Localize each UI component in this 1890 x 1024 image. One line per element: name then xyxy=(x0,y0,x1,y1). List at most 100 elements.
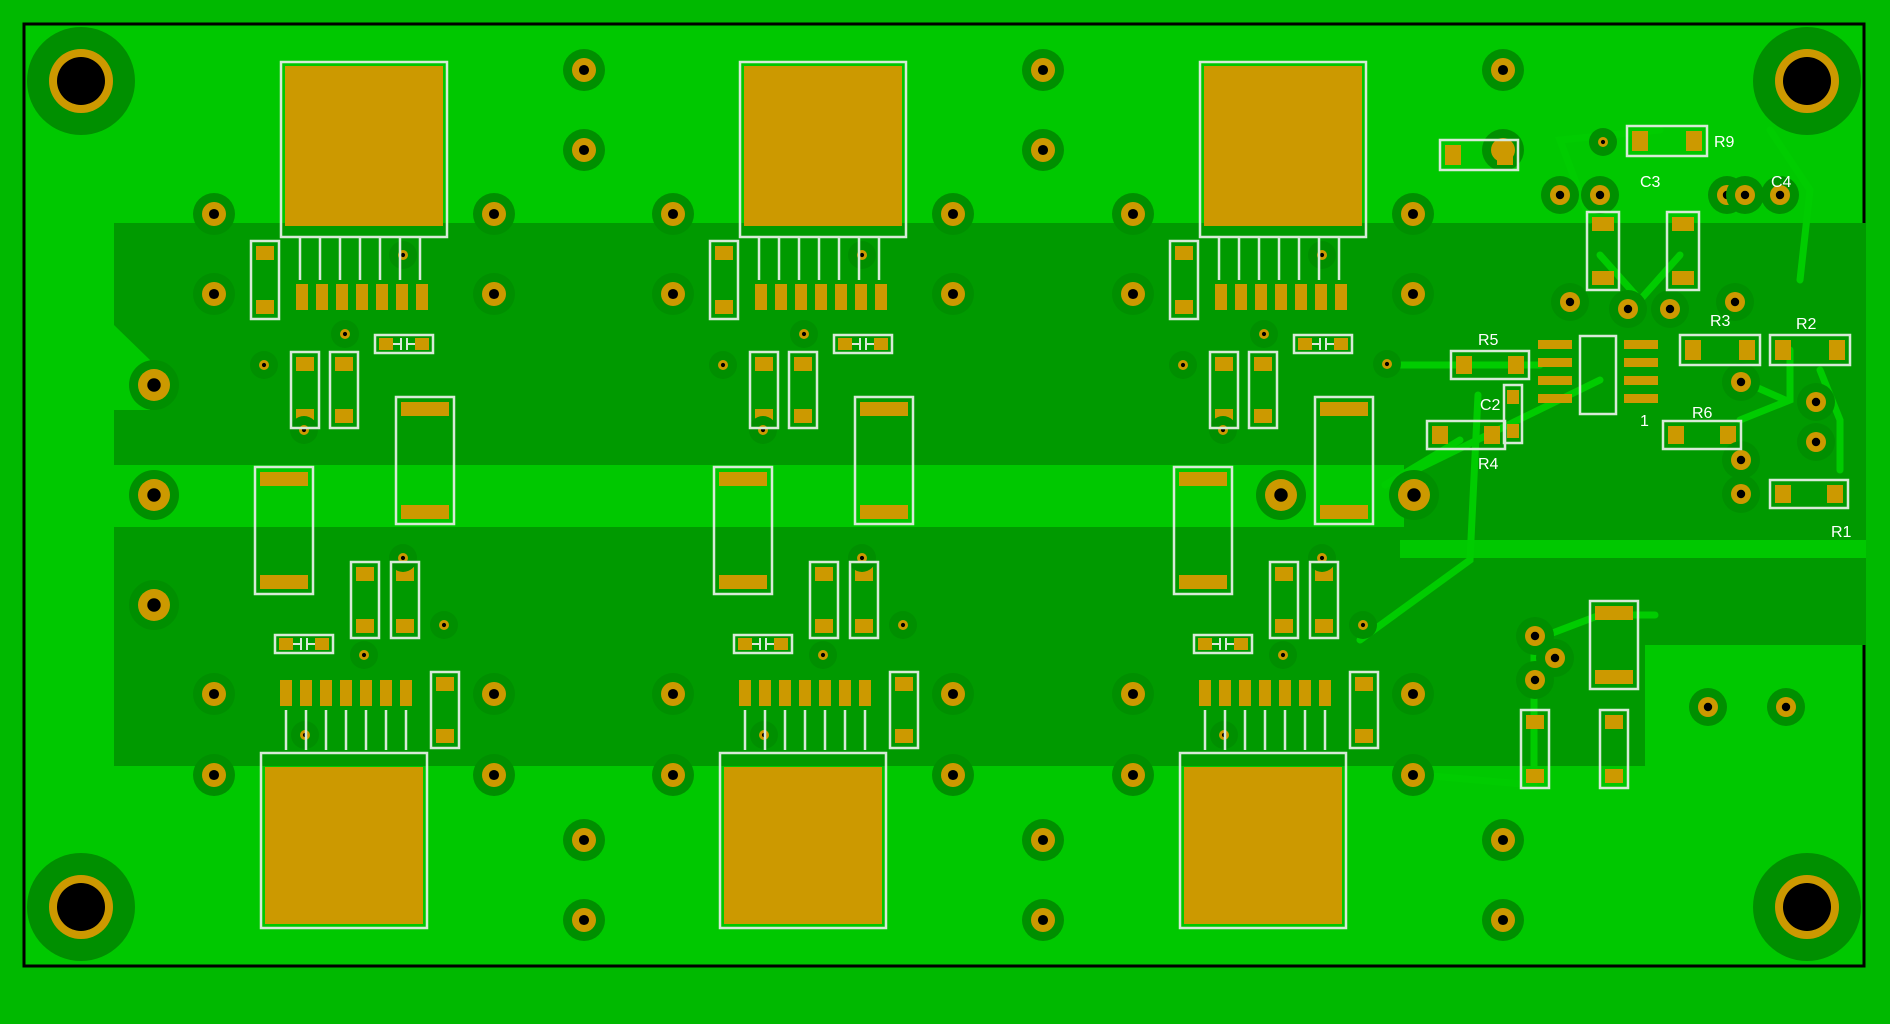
transistor-tab-pad xyxy=(1184,767,1342,924)
transistor-lead-pad xyxy=(835,284,847,310)
ic-pin-pad xyxy=(1624,340,1658,349)
resistor-outline xyxy=(853,395,915,526)
via-drill xyxy=(400,555,406,561)
resistor-pad xyxy=(335,357,353,371)
resistor-outline xyxy=(394,395,456,526)
resistor-pad xyxy=(715,300,733,314)
label-r6: R6 xyxy=(1692,405,1713,422)
via-drill xyxy=(1360,622,1366,628)
resistor-pad xyxy=(436,677,454,691)
via-drill xyxy=(1037,834,1049,846)
via-drill xyxy=(1811,437,1821,447)
resistor-outline xyxy=(1425,419,1507,451)
capacitor-pad xyxy=(379,338,393,350)
resistor-outline xyxy=(1348,670,1380,750)
resistor-pad xyxy=(1592,217,1614,231)
transistor-lead-pad xyxy=(739,680,751,706)
ic-pin-pad xyxy=(1624,376,1658,385)
resistor-pad xyxy=(1526,769,1544,783)
via-drill xyxy=(361,652,367,658)
via-drill xyxy=(667,688,679,700)
via-drill xyxy=(1781,702,1791,712)
mounting-hole-drill xyxy=(57,57,105,105)
via-drill xyxy=(1407,208,1419,220)
resistor-outline xyxy=(1449,349,1531,381)
label-r3: R3 xyxy=(1710,313,1731,330)
transistor-tab-pad xyxy=(724,767,882,924)
resistor-outline xyxy=(1588,599,1640,691)
capacitor-outline xyxy=(1502,383,1524,445)
via-drill xyxy=(1703,702,1713,712)
transistor-lead-pad xyxy=(1219,680,1231,706)
transistor-lead-pad xyxy=(1259,680,1271,706)
capacitor-pad xyxy=(1198,638,1212,650)
resistor-outline xyxy=(1585,210,1621,292)
resistor-outline xyxy=(1768,333,1852,367)
resistor-pad xyxy=(1179,575,1227,589)
via-drill xyxy=(1665,304,1675,314)
capacitor-pad xyxy=(1298,338,1312,350)
resistor-pad xyxy=(1320,402,1368,416)
transistor-tab-pad xyxy=(1204,66,1362,226)
via-drill xyxy=(147,488,161,502)
label-r5: R5 xyxy=(1478,332,1499,349)
capacitor-pad xyxy=(1507,424,1519,438)
resistor-pad xyxy=(855,619,873,633)
resistor-pad xyxy=(1668,426,1684,444)
via-drill xyxy=(488,288,500,300)
transistor-tab-outline xyxy=(259,751,429,930)
via-drill xyxy=(1730,297,1740,307)
label-r9: R9 xyxy=(1714,134,1735,151)
resistor-pad xyxy=(1432,426,1448,444)
resistor-pad xyxy=(1175,300,1193,314)
transistor-lead-pad xyxy=(320,680,332,706)
transistor-lead-pad xyxy=(1199,680,1211,706)
resistor-pad xyxy=(396,619,414,633)
ic-pin-pad xyxy=(1624,394,1658,403)
capacitor-outline xyxy=(832,333,894,355)
resistor-pad xyxy=(296,357,314,371)
transistor-lead-pad xyxy=(1235,284,1247,310)
via-drill xyxy=(947,769,959,781)
capacitor-symbol xyxy=(1312,338,1334,350)
via-drill xyxy=(1775,190,1785,200)
resistor-outline xyxy=(328,350,360,430)
capacitor-outline xyxy=(1292,333,1354,355)
resistor-outline xyxy=(1313,395,1375,526)
via-drill xyxy=(208,769,220,781)
resistor-pad xyxy=(1775,340,1791,360)
resistor-outline xyxy=(253,465,315,596)
transistor-lead-pad xyxy=(799,680,811,706)
resistor-pad xyxy=(815,567,833,581)
label-r2: R2 xyxy=(1796,316,1817,333)
resistor-pad xyxy=(895,729,913,743)
resistor-pad xyxy=(401,505,449,519)
transistor-tab-pad xyxy=(285,66,443,226)
label-r4: R4 xyxy=(1478,456,1499,473)
transistor-lead-pad xyxy=(1335,284,1347,310)
power-trace-right xyxy=(1400,540,1866,558)
resistor-outline xyxy=(1768,478,1850,510)
resistor-outline xyxy=(1168,239,1200,321)
transistor-lead-pad xyxy=(400,680,412,706)
capacitor-pad xyxy=(874,338,888,350)
via-drill xyxy=(947,288,959,300)
resistor-pad xyxy=(719,472,767,486)
resistor-pad xyxy=(1827,485,1843,503)
via-drill xyxy=(1261,331,1267,337)
via-drill xyxy=(1811,397,1821,407)
resistor-outline xyxy=(848,560,880,640)
resistor-pad xyxy=(1445,145,1461,165)
resistor-pad xyxy=(1595,670,1633,684)
capacitor-symbol xyxy=(393,338,415,350)
resistor-pad xyxy=(1526,715,1544,729)
mounting-hole-drill xyxy=(1783,57,1831,105)
ic-pin-pad xyxy=(1538,358,1572,367)
resistor-pad xyxy=(1775,485,1791,503)
transistor-lead-pad xyxy=(775,284,787,310)
via-drill xyxy=(1740,190,1750,200)
resistor-pad xyxy=(1275,619,1293,633)
transistor-lead-pad xyxy=(380,680,392,706)
via-drill xyxy=(578,144,590,156)
